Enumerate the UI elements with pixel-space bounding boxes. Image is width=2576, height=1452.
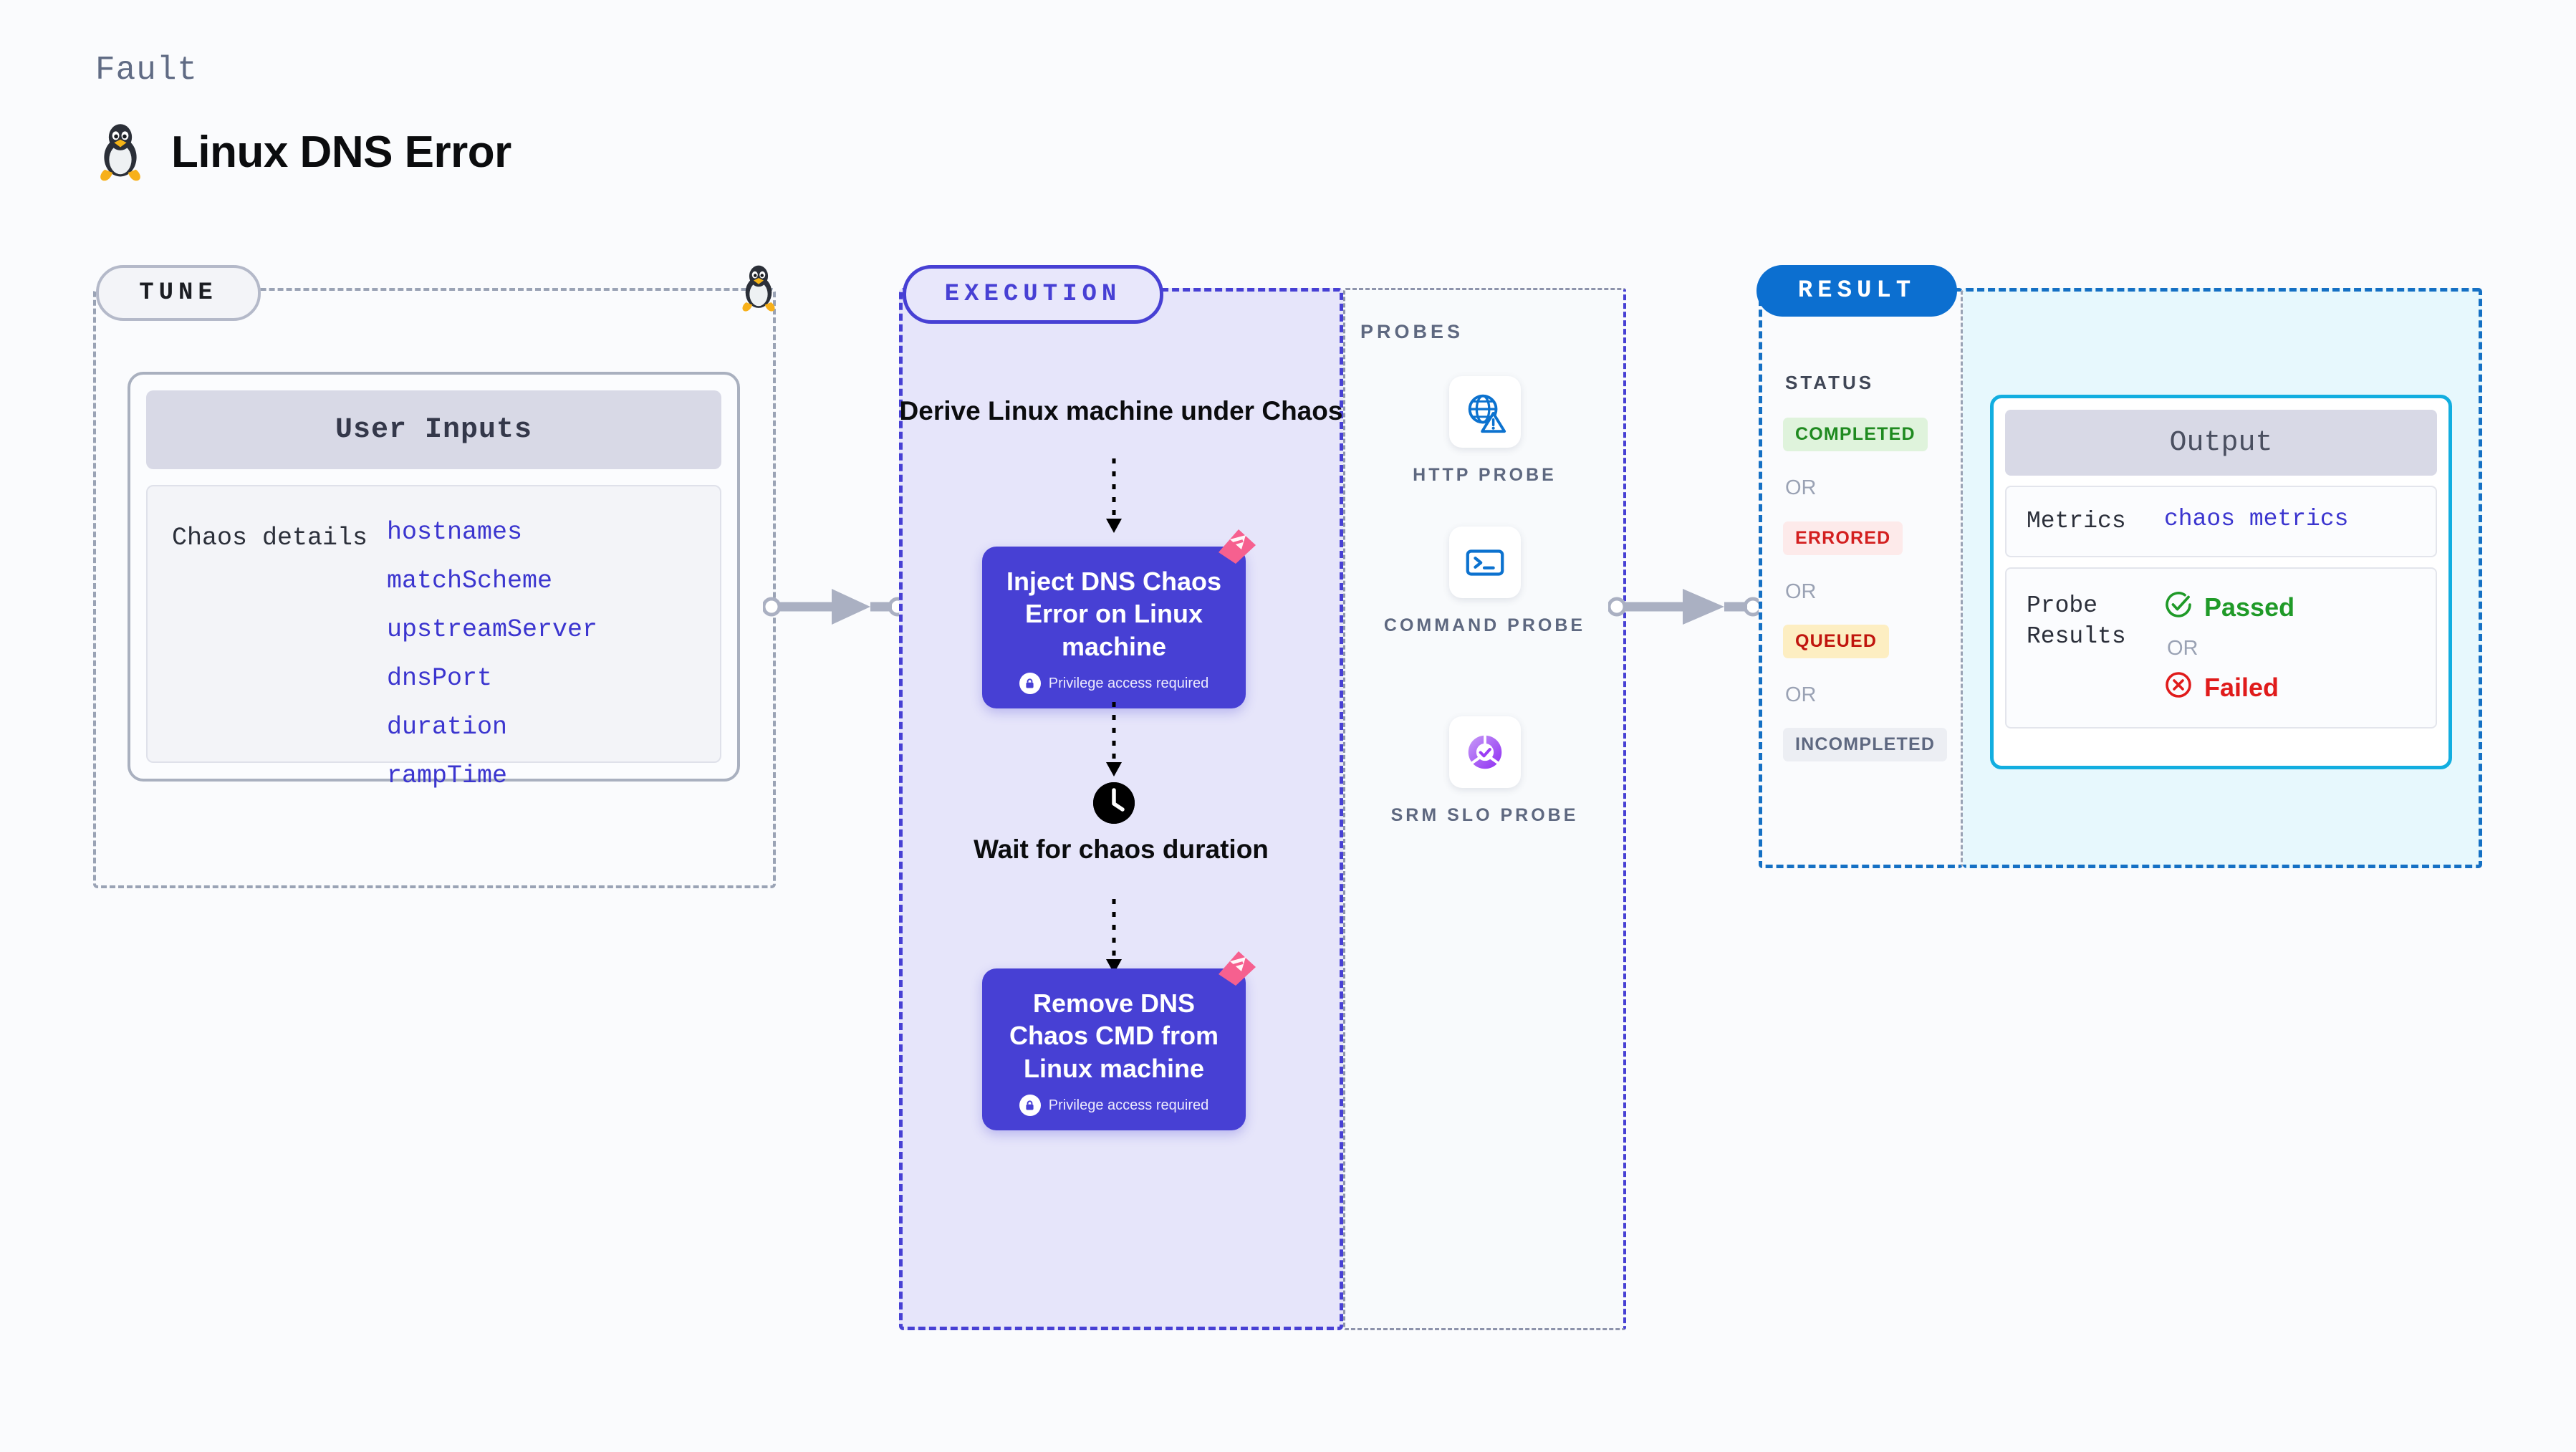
chaos-field-matchscheme[interactable]: matchScheme (387, 567, 553, 595)
wait-step-label: Wait for chaos duration (974, 835, 1269, 864)
user-inputs-header: User Inputs (146, 390, 721, 469)
page-title: Linux DNS Error (171, 127, 511, 177)
fault-flag-icon (1219, 951, 1256, 986)
inject-chaos-card[interactable]: Inject DNS Chaos Error on Linux machine … (982, 529, 1256, 709)
output-card: Output Metrics chaos metrics Probe Resul… (1990, 395, 2452, 769)
probe-caption-srm-slo: SRM SLO PROBE (1390, 805, 1579, 825)
status-badge-queued: QUEUED (1783, 625, 1890, 658)
status-or-1: OR (1785, 476, 1817, 499)
check-circle-icon (2164, 590, 2193, 625)
output-card-header: Output (2005, 410, 2437, 476)
metrics-label: Metrics (2027, 508, 2126, 534)
clock-icon (1093, 782, 1135, 824)
linux-penguin-icon (738, 264, 779, 316)
output-row-metrics: Metrics chaos metrics (2005, 486, 2437, 557)
probe-results-values: Passed OR Failed (2164, 590, 2294, 706)
metrics-value[interactable]: chaos metrics (2164, 506, 2349, 532)
status-badge-errored: ERRORED (1783, 521, 1903, 555)
chaos-details-label: Chaos details (172, 524, 368, 552)
fault-eyebrow-label: Fault (95, 52, 198, 89)
tune-region (93, 288, 776, 888)
lock-icon (1019, 1095, 1041, 1117)
slo-donut-check-icon (1448, 716, 1521, 788)
status-or-3: OR (1785, 683, 1817, 706)
status-badge-completed: COMPLETED (1783, 418, 1928, 451)
inject-chaos-title: Inject DNS Chaos Error on Linux machine (1006, 567, 1222, 661)
probe-result-passed-text: Passed (2204, 592, 2295, 622)
probe-item-http[interactable]: HTTP PROBE (1343, 376, 1626, 488)
remove-chaos-note-text: Privilege access required (1048, 1097, 1209, 1113)
chaos-field-hostnames[interactable]: hostnames (387, 518, 523, 547)
probe-caption-command: COMMAND PROBE (1383, 615, 1586, 635)
arrow-inject-to-wait (1106, 702, 1122, 777)
tune-badge[interactable]: TUNE (96, 265, 261, 321)
terminal-icon (1448, 527, 1521, 598)
status-or-2: OR (1785, 580, 1817, 603)
lock-icon (1019, 673, 1041, 695)
remove-chaos-note: Privilege access required (996, 1095, 1231, 1117)
probe-results-label: Probe Results (2027, 592, 2126, 650)
globe-warning-icon (1448, 376, 1521, 448)
execution-badge[interactable]: EXECUTION (903, 265, 1163, 324)
chaos-field-dnsport[interactable]: dnsPort (387, 664, 493, 693)
chaos-field-ramptime[interactable]: rampTime (387, 761, 508, 790)
chaos-details-box: Chaos details hostnames matchScheme upst… (146, 485, 721, 790)
probe-caption-http: HTTP PROBE (1413, 465, 1557, 485)
inject-chaos-note: Privilege access required (996, 673, 1231, 695)
arrow-wait-to-remove (1106, 899, 1122, 973)
remove-chaos-card[interactable]: Remove DNS Chaos CMD from Linux machine … (982, 951, 1256, 1131)
x-circle-icon (2164, 670, 2193, 706)
inject-chaos-note-text: Privilege access required (1048, 675, 1209, 691)
chaos-field-list: hostnames matchScheme upstreamServer dns… (387, 518, 598, 790)
linux-penguin-icon (95, 122, 145, 182)
arrow-derive-to-inject (1106, 458, 1122, 533)
result-badge[interactable]: RESULT (1756, 265, 1957, 317)
connector-probes-to-result (1608, 589, 1762, 625)
page-title-row: Linux DNS Error (95, 122, 511, 182)
user-inputs-card: User Inputs Chaos details hostnames matc… (128, 372, 740, 790)
chaos-field-duration[interactable]: duration (387, 713, 508, 741)
status-section-label: STATUS (1785, 372, 1875, 393)
probe-result-passed: Passed (2164, 590, 2294, 625)
connector-tune-to-execution (763, 589, 906, 625)
fault-flag-icon (1219, 529, 1256, 564)
chaos-field-upstreamserver[interactable]: upstreamServer (387, 615, 598, 644)
status-badge-incompleted: INCOMPLETED (1783, 728, 1948, 761)
probe-item-command[interactable]: COMMAND PROBE (1343, 527, 1626, 638)
probe-result-or: OR (2167, 636, 2198, 660)
probes-region (1343, 288, 1626, 1330)
result-status-region (1759, 288, 1963, 868)
output-row-probe-results: Probe Results Passed OR (2005, 567, 2437, 729)
probe-result-failed: Failed (2164, 670, 2294, 706)
execution-step-derive: Derive Linux machine under Chaos (899, 396, 1343, 425)
probe-item-srm-slo[interactable]: SRM SLO PROBE (1343, 716, 1626, 828)
probes-section-label: PROBES (1360, 321, 1464, 342)
probe-result-failed-text: Failed (2204, 673, 2279, 703)
remove-chaos-title: Remove DNS Chaos CMD from Linux machine (1009, 989, 1219, 1083)
